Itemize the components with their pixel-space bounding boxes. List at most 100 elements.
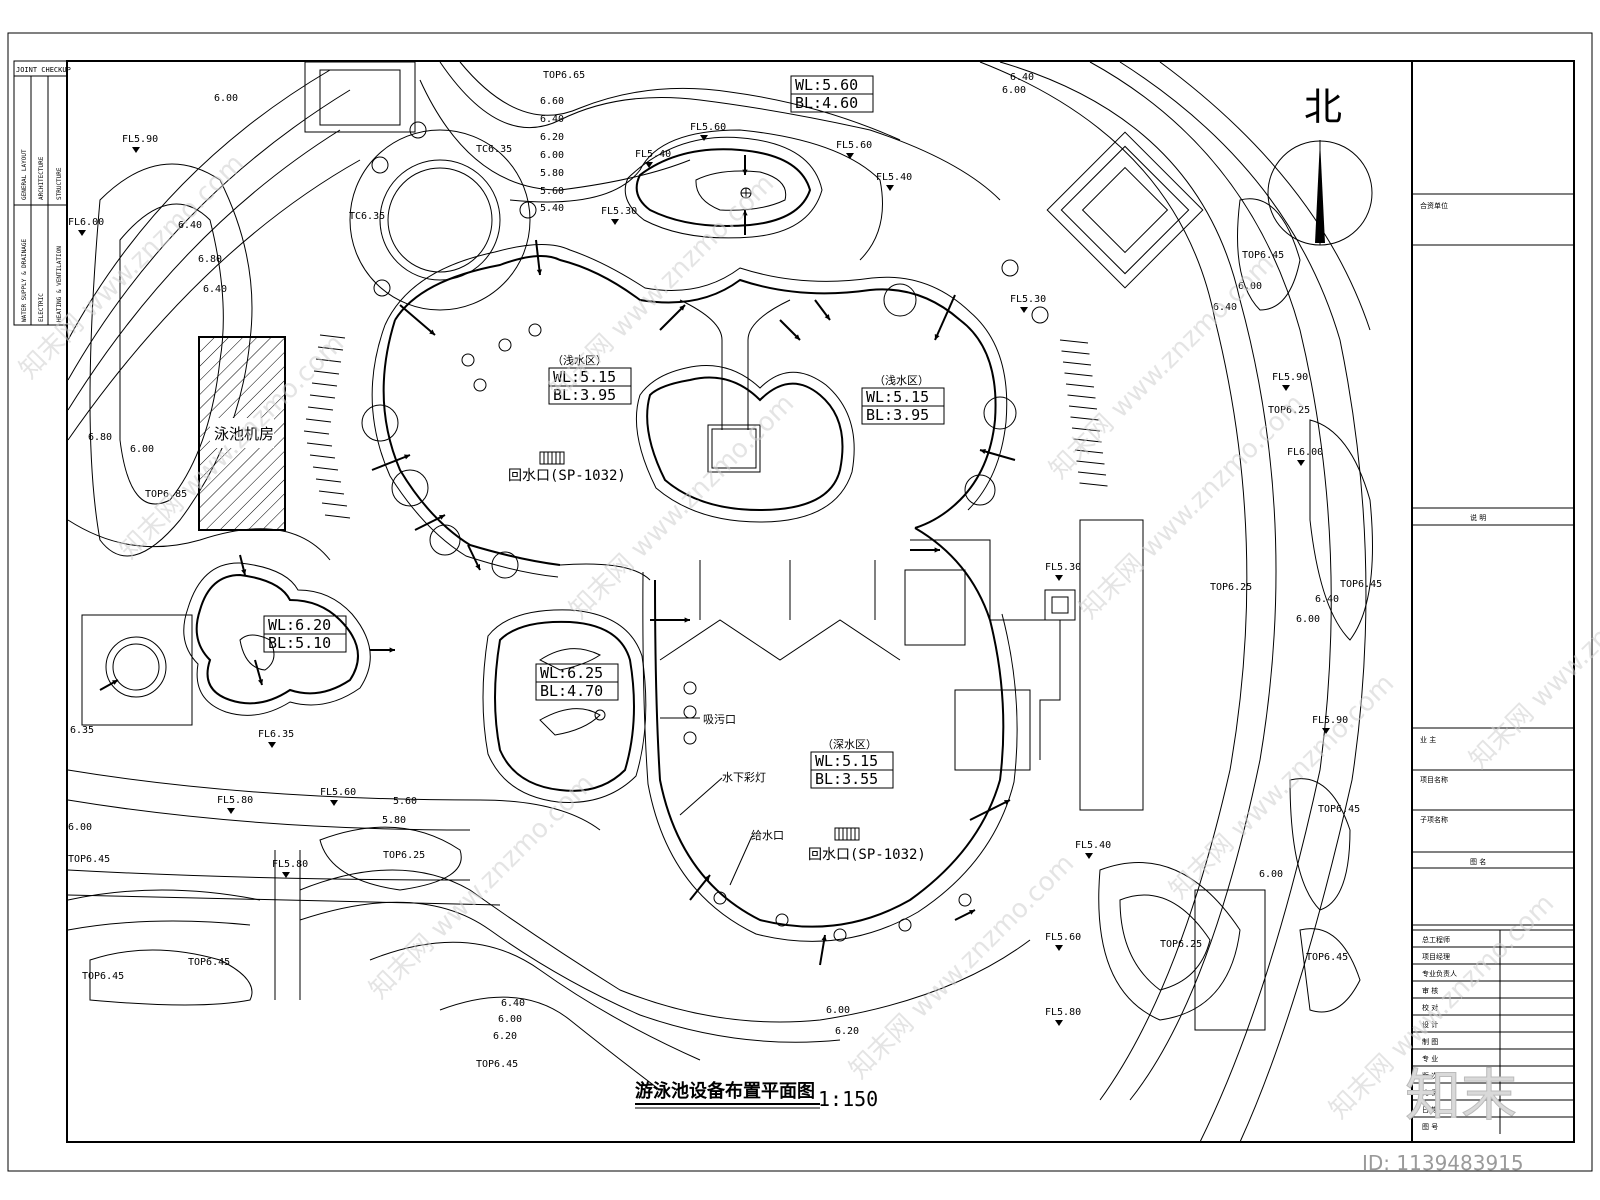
top-label: TOP6.45 bbox=[1306, 952, 1348, 963]
tb-owner: 业 主 bbox=[1420, 735, 1436, 744]
fixture-circle bbox=[409, 121, 427, 139]
tb-row-label: 项目经理 bbox=[1422, 952, 1450, 961]
tb-drawing-name-label: 图 名 bbox=[1470, 857, 1486, 866]
contours-label: 6.40 bbox=[1213, 302, 1237, 313]
bottom-level-left-pond: BL:5.10 bbox=[268, 634, 331, 652]
contours-label: 5.60 bbox=[540, 186, 564, 197]
flow-arrowhead bbox=[684, 617, 690, 623]
flow-arrowhead bbox=[824, 314, 830, 320]
fl-label: FL5.40 bbox=[635, 149, 671, 160]
elevation-marker bbox=[846, 153, 854, 159]
fl-label: FL5.60 bbox=[1045, 932, 1081, 943]
flow-arrowhead bbox=[112, 680, 118, 685]
tb-row-label: 校 对 bbox=[1422, 1003, 1438, 1012]
bottom-level-deep: BL:3.55 bbox=[815, 770, 878, 788]
fixture-circle bbox=[983, 396, 1017, 430]
bottom-level-shallow-left: BL:3.95 bbox=[553, 386, 616, 404]
fl-label: FL5.80 bbox=[217, 795, 253, 806]
contours-label: 6.00 bbox=[1002, 85, 1026, 96]
elevation-marker bbox=[268, 742, 276, 748]
water-level-shallow-left: WL:5.15 bbox=[553, 368, 616, 386]
flow-arrowhead bbox=[475, 564, 481, 570]
nozzle-circle bbox=[833, 928, 847, 942]
zone-name-shallow-left: （浅水区） bbox=[552, 354, 607, 367]
elevation-marker bbox=[1085, 853, 1093, 859]
contours-label: 6.00 bbox=[1296, 614, 1320, 625]
contours-label: 6.00 bbox=[498, 1014, 522, 1025]
main-pool bbox=[303, 243, 1108, 942]
fl-label: FL5.30 bbox=[1045, 562, 1081, 573]
tb-joint-unit: 合资单位 bbox=[1420, 201, 1448, 210]
drawing-title: 游泳池设备布置平面图 bbox=[635, 1080, 815, 1102]
return-outlet-2: 回水口(SP-1032) bbox=[808, 827, 926, 863]
tb-row-label: 审 核 bbox=[1422, 986, 1438, 995]
joint-col3-b: HEATING & VENTILATION bbox=[56, 246, 63, 322]
north-arrow: 北 bbox=[1267, 85, 1373, 246]
fl-label: FL5.60 bbox=[320, 787, 356, 798]
drawing-scale: 1:150 bbox=[818, 1087, 878, 1111]
sheet-frame-outer bbox=[7, 32, 1593, 1172]
underwater-light-label: 水下彩灯 bbox=[722, 771, 766, 784]
flow-arrowhead bbox=[389, 647, 395, 653]
nozzle-circle bbox=[775, 913, 789, 927]
contours-label: 6.40 bbox=[540, 114, 564, 125]
contours-label: 6.00 bbox=[130, 444, 154, 455]
nozzle-circle bbox=[528, 323, 542, 337]
flow-arrowhead bbox=[439, 515, 445, 520]
contours-label: 6.80 bbox=[198, 254, 222, 265]
fl-label: FL5.30 bbox=[1010, 294, 1046, 305]
fixture-circle bbox=[391, 469, 429, 507]
tb-row-label: 版 次 bbox=[1422, 1071, 1438, 1080]
joint-checkup-box: JOINT CHECKUP GENERAL LAYOUT WATER SUPPL… bbox=[13, 60, 71, 326]
fixture-circle bbox=[491, 551, 519, 579]
flow-arrowhead bbox=[241, 569, 247, 575]
joint-col2-a: ARCHITECTURE bbox=[38, 156, 45, 200]
elevation-marker bbox=[700, 135, 708, 141]
joint-col1-b: WATER SUPPLY & DRAINAGE bbox=[21, 239, 28, 322]
suction-label: 吸污口 bbox=[703, 713, 736, 726]
contours-label: 5.80 bbox=[540, 168, 564, 179]
contours-label: 6.20 bbox=[540, 132, 564, 143]
joint-col3-a: STRUCTURE bbox=[56, 167, 63, 200]
pool-steps-left bbox=[303, 334, 351, 519]
contours-label: 6.40 bbox=[203, 284, 227, 295]
fl-label: FL5.60 bbox=[836, 140, 872, 151]
flow-arrow bbox=[414, 514, 446, 531]
elevation-labels: FL5.90FL6.00FL5.60FL5.40FL5.30FL5.60FL5.… bbox=[68, 70, 1382, 1070]
elevation-marker bbox=[886, 185, 894, 191]
nozzle-circle bbox=[473, 378, 487, 392]
tc-label: TC6.35 bbox=[476, 144, 512, 155]
contours-label: 6.40 bbox=[178, 220, 202, 231]
joint-col2-b: ELECTRIC bbox=[38, 293, 45, 322]
fixture-circle bbox=[361, 404, 399, 442]
fixture-circle bbox=[519, 201, 537, 219]
fl-label: FL5.90 bbox=[122, 134, 158, 145]
fl-label: FL5.90 bbox=[1272, 372, 1308, 383]
fl-label: FL5.80 bbox=[272, 859, 308, 870]
contours-label: 6.80 bbox=[88, 432, 112, 443]
flow-arrowhead bbox=[934, 334, 940, 340]
watermark-text: 知末网 www.znzmo.com bbox=[844, 849, 1080, 1085]
fl-label: FL5.30 bbox=[601, 206, 637, 217]
tb-row-label: 总工程师 bbox=[1422, 935, 1450, 944]
flow-arrow bbox=[969, 799, 1011, 821]
elevation-marker bbox=[132, 147, 140, 153]
top-label: TOP6.25 bbox=[1160, 939, 1202, 950]
flow-arrowhead bbox=[821, 935, 827, 941]
top-label: TOP6.45 bbox=[68, 854, 110, 865]
tb-row-label: 比 例 bbox=[1422, 1088, 1438, 1097]
elevation-marker bbox=[1322, 728, 1330, 734]
nw-pavilion bbox=[304, 61, 416, 133]
east-structures bbox=[904, 519, 1266, 1031]
left-pond bbox=[81, 562, 371, 726]
water-level-top-pond: WL:5.60 bbox=[795, 76, 858, 94]
site-logo: 知末 bbox=[1405, 1064, 1517, 1129]
flow-arrowhead bbox=[679, 305, 685, 311]
contours-label: 6.20 bbox=[493, 1031, 517, 1042]
bottom-level-shallow-right: BL:3.95 bbox=[866, 406, 929, 424]
joint-col1-a: GENERAL LAYOUT bbox=[21, 149, 28, 200]
elevation-marker bbox=[282, 872, 290, 878]
nozzle-circle bbox=[498, 338, 512, 352]
top-label: TOP6.65 bbox=[543, 70, 585, 81]
